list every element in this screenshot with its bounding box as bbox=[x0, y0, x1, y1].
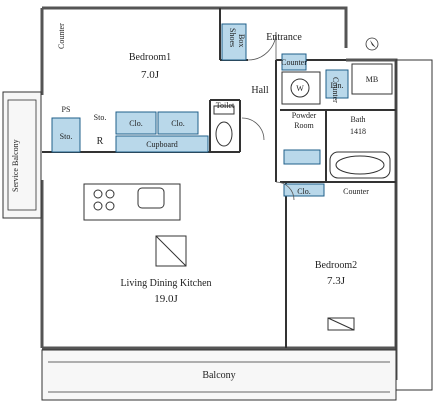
kitchen-counter bbox=[83, 183, 181, 221]
counter-box bbox=[281, 53, 307, 71]
fixtures bbox=[83, 71, 391, 331]
washer-label: W bbox=[296, 84, 304, 93]
clo-2-closet bbox=[157, 111, 199, 135]
counter-top-left-label: Counter bbox=[57, 23, 66, 49]
toilet-label: Toilet bbox=[216, 101, 235, 110]
sto-left-label: Sto. bbox=[60, 132, 73, 141]
clo-1-label: Clo. bbox=[129, 119, 143, 128]
refrigerator-label: R bbox=[97, 136, 104, 147]
counter-powder-label: Counter bbox=[331, 77, 340, 103]
shoes-box-label-1: Shoes bbox=[228, 28, 237, 47]
service-balcony-label: Service Balcony bbox=[11, 139, 20, 192]
shoes-box-label-2: Box bbox=[237, 34, 246, 47]
toilet-tank-icon bbox=[213, 105, 235, 115]
powder-room-label-1: Powder bbox=[292, 111, 317, 120]
bathtub-icon bbox=[329, 151, 391, 179]
powder-room-label-2: Room bbox=[294, 121, 314, 130]
right-shaft bbox=[351, 59, 433, 391]
bedroom1-size: 7.0J bbox=[141, 69, 160, 81]
service-balcony-area bbox=[2, 91, 42, 219]
storage-blocks bbox=[51, 23, 349, 197]
counter-entrance-label: Counter bbox=[281, 58, 307, 67]
cupboard-label: Cupboard bbox=[146, 140, 178, 149]
ldk-name: Living Dining Kitchen bbox=[120, 278, 211, 289]
ceiling-fixture-ldk-icon bbox=[155, 235, 187, 267]
sink-icon bbox=[137, 187, 165, 209]
hall-label: Hall bbox=[251, 85, 268, 96]
lin-closet bbox=[325, 69, 349, 99]
ldk-size: 19.0J bbox=[154, 293, 178, 305]
toilet-bowl-icon bbox=[215, 121, 233, 147]
entrance-label: Entrance bbox=[266, 32, 302, 43]
balcony-label: Balcony bbox=[202, 370, 235, 381]
north-arrow-icon bbox=[365, 37, 379, 51]
clo-bedroom2-closet bbox=[283, 183, 325, 197]
shoes-box bbox=[221, 23, 247, 61]
bedroom2-size: 7.3J bbox=[327, 275, 346, 287]
bedroom1-name: Bedroom1 bbox=[129, 52, 171, 63]
sto-small-label: Sto. bbox=[94, 113, 107, 122]
sto-left-closet bbox=[51, 117, 81, 153]
clo-2-label: Clo. bbox=[171, 119, 185, 128]
ceiling-fixture-bedroom2-icon bbox=[327, 317, 355, 331]
clo-1-closet bbox=[115, 111, 157, 135]
washer-drum-icon bbox=[290, 78, 310, 98]
mb-label: MB bbox=[366, 75, 378, 84]
lin-label: Lin. bbox=[330, 81, 343, 90]
doors bbox=[241, 31, 295, 201]
bedroom2-name: Bedroom2 bbox=[315, 260, 357, 271]
balcony-area bbox=[41, 349, 397, 401]
bath-label-1: Bath bbox=[350, 115, 365, 124]
clo-bedroom2-label: Clo. bbox=[297, 187, 311, 196]
ps-label: PS bbox=[62, 105, 71, 114]
bath-label-2: 1418 bbox=[350, 127, 366, 136]
powder-cabinet bbox=[283, 149, 321, 165]
stove-burner-icon bbox=[93, 189, 103, 199]
washer-box bbox=[281, 71, 321, 105]
cupboard-box bbox=[115, 135, 209, 153]
counter-bedroom2-label: Counter bbox=[343, 187, 369, 196]
